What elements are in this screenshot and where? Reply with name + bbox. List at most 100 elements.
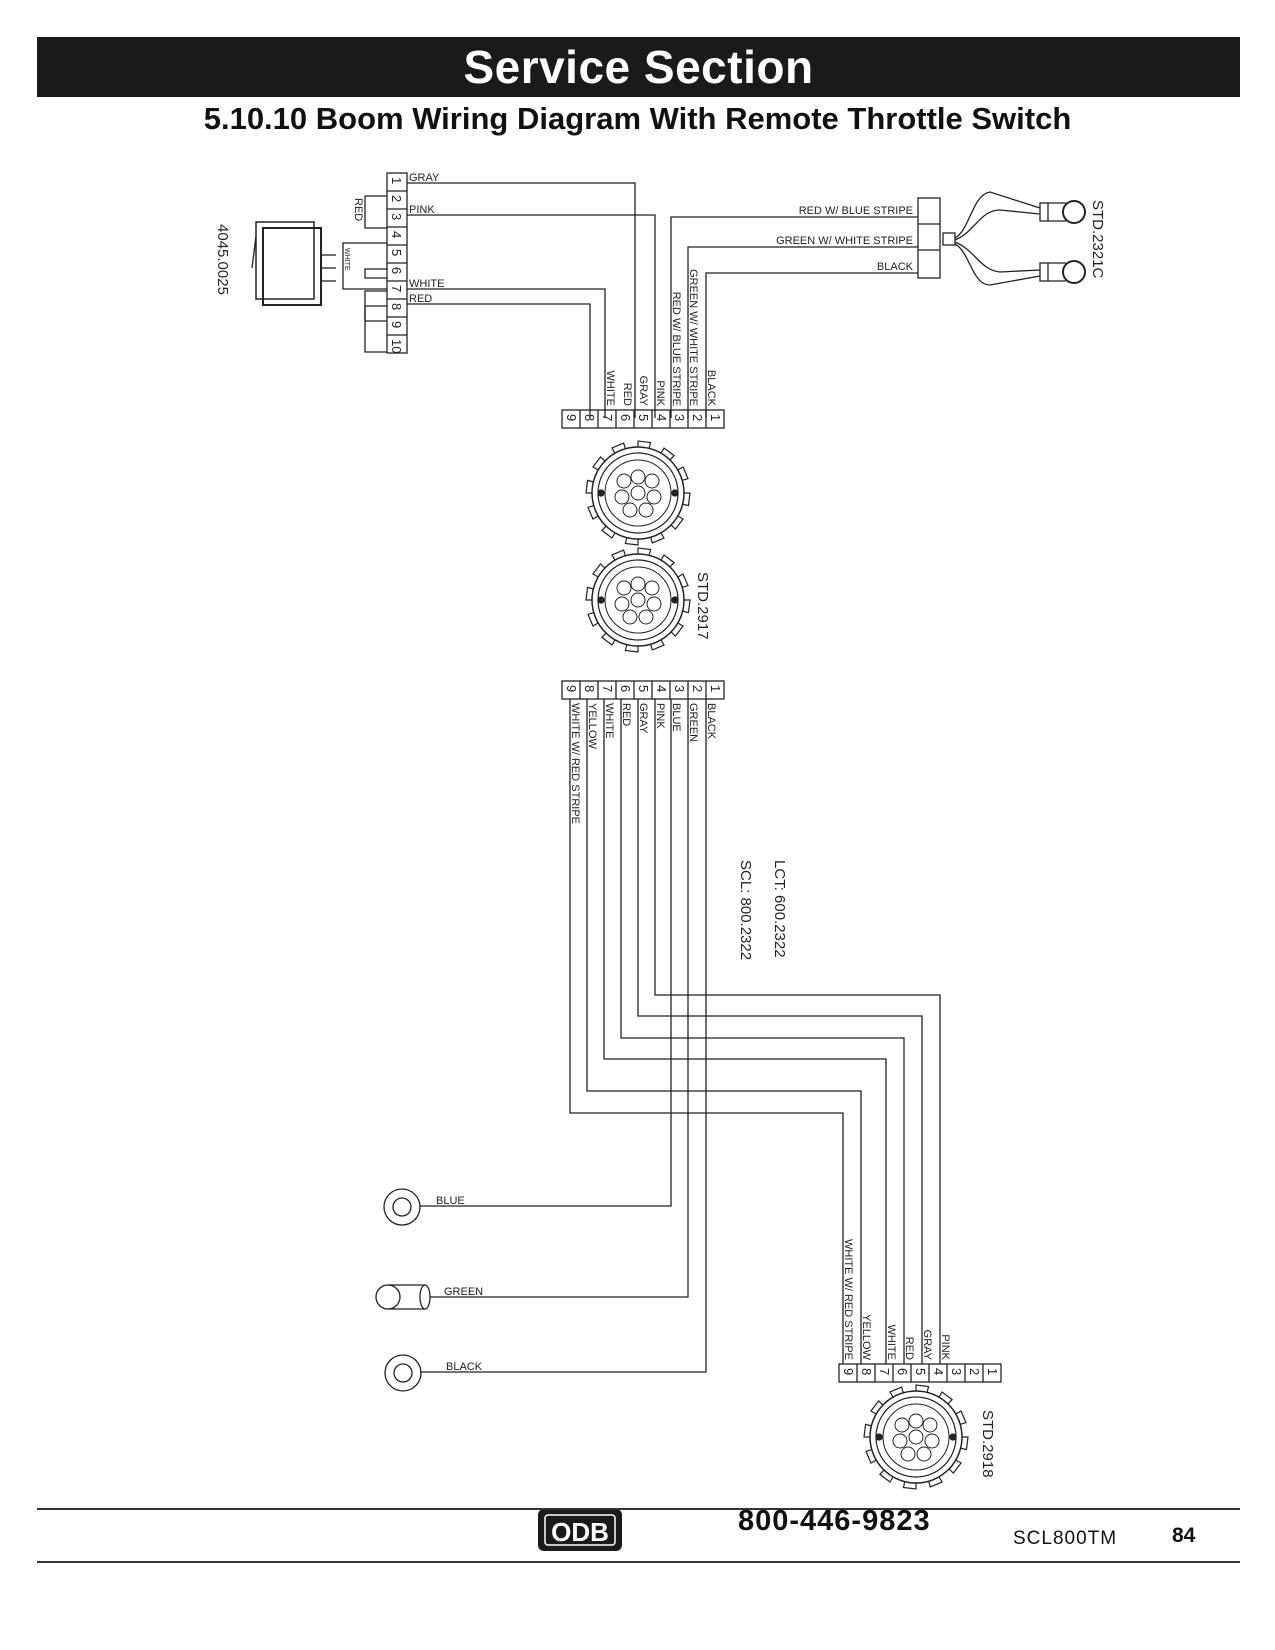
connector-pin (616, 473, 632, 489)
lower-terminal-wire-label: PINK (939, 1334, 951, 1360)
connector-pin (644, 580, 660, 596)
connector-face (882, 1403, 950, 1471)
connector-knurl (592, 562, 606, 578)
ring-label-black: BLACK (446, 1361, 483, 1373)
connector-knurl (682, 492, 691, 507)
lower-terminal-pin-number: 1 (985, 1368, 1000, 1375)
connector-key (597, 489, 605, 497)
sensor-part-number: STD.2321C (1089, 200, 1106, 279)
connector-knurl (611, 442, 626, 454)
connector-knurl (915, 1384, 930, 1393)
middle-terminal-wire-label: PINK (654, 703, 666, 729)
connector-knurl (585, 586, 594, 601)
connector-pin (638, 609, 654, 625)
middle-terminal-pin-number: 9 (564, 685, 579, 692)
footer-phone: 800-446-9823 (738, 1505, 931, 1537)
connector-knurl (637, 547, 652, 556)
switch-label-red: RED (352, 198, 364, 221)
lower-terminal-wire-label: WHITE W/ RED STRIPE (842, 1239, 854, 1360)
upper-terminal-wire-label: WHITE (604, 371, 616, 406)
odb-logo-text: ODB (551, 1517, 609, 1547)
sensor-wire-green-white: GREEN W/ WHITE STRIPE (776, 235, 913, 247)
switch-wires (407, 182, 656, 418)
middle-terminal-strip (561, 680, 725, 700)
upper-terminal-pin-number: 6 (618, 414, 633, 421)
header-bar: Service Section (37, 37, 1240, 97)
connector-pin (638, 502, 654, 518)
middle-terminal-wire-label: BLUE (670, 703, 682, 732)
harness-lct-number: LCT: 600.2322 (771, 860, 788, 958)
connector-key (949, 1433, 957, 1441)
connector-knurl (587, 612, 599, 627)
upper-terminal-pin-number: 8 (582, 414, 597, 421)
middle-terminal-pin-number: 1 (708, 685, 723, 692)
middle-terminal-pin-number: 5 (636, 685, 651, 692)
connector-key (671, 596, 679, 604)
std2917-round-connector (585, 547, 691, 653)
connector-knurl (611, 549, 626, 561)
middle-terminal-pin-number: 6 (618, 685, 633, 692)
sensor-wire-red-blue: RED W/ BLUE STRIPE (799, 205, 913, 217)
footer-page-number: 84 (1172, 1524, 1196, 1547)
connector-knurl (624, 537, 639, 546)
section-title: 5.10.10 Boom Wiring Diagram With Remote … (203, 101, 1072, 136)
connector-pin (614, 489, 630, 505)
connector-knurl (650, 532, 665, 544)
connector-pin (894, 1417, 910, 1433)
upper-terminal-pin-number: 9 (564, 414, 579, 421)
wire-label-white: WHITE (409, 278, 444, 290)
connector-knurl (682, 599, 691, 614)
connector-pin (614, 596, 630, 612)
lower-terminal-wire-label: GRAY (921, 1330, 933, 1361)
connector-knurl (960, 1436, 969, 1451)
upper-terminal-pin-number: 7 (600, 414, 615, 421)
connector-knurl (889, 1386, 904, 1398)
middle-terminal-wire-label: WHITE W/ RED STRIPE (569, 703, 581, 824)
connector-key (875, 1433, 883, 1441)
connector-pin (630, 576, 646, 592)
connector-pin (644, 473, 660, 489)
connector-knurl (878, 1469, 894, 1483)
middle-terminal-wire-label: WHITE (603, 703, 615, 738)
connector-knurl (660, 554, 676, 568)
connector-knurl (660, 447, 676, 461)
switch-pin-number: 5 (389, 249, 404, 256)
ring-terminal-blue (383, 1188, 421, 1226)
upper-terminal-wire-label: BLACK (705, 370, 717, 407)
connector-key (597, 596, 605, 604)
ring-terminal-green (375, 1284, 431, 1310)
lower-terminal-pin-number: 3 (949, 1368, 964, 1375)
switch-pin-number: 3 (389, 213, 404, 220)
connector-key (671, 489, 679, 497)
upper-terminal-pin-number: 4 (654, 414, 669, 421)
switch-pin-number: 7 (389, 285, 404, 292)
connector-outer-ring (591, 446, 685, 540)
upper-terminal-pin-number: 3 (672, 414, 687, 421)
wire-label-gray: GRAY (409, 172, 440, 184)
lower-terminal-pin-number: 6 (895, 1368, 910, 1375)
connector-pin (924, 1433, 940, 1449)
upper-terminal-wire-label: RED W/ BLUE STRIPE (670, 292, 682, 406)
switch-pin-number: 4 (389, 231, 404, 238)
sensor-wire-black: BLACK (877, 261, 914, 273)
footer-rule-bottom (37, 1561, 1240, 1563)
ring-label-green: GREEN (444, 1286, 483, 1298)
upper-terminal-wire-label: RED (621, 383, 633, 406)
middle-terminal-pin-number: 3 (672, 685, 687, 692)
connector-knurl (600, 632, 616, 646)
harness-scl-number: SCL: 800.2322 (737, 860, 754, 960)
connector-face (604, 459, 672, 527)
connector-inner-ring (875, 1396, 957, 1478)
connector-pin (616, 580, 632, 596)
connector-knurl (870, 1399, 884, 1415)
ring-label-blue: BLUE (436, 1195, 465, 1207)
middle-terminal-pin-number: 8 (582, 685, 597, 692)
connector-knurl (670, 515, 684, 531)
lower-terminal-wire-label: YELLOW (860, 1314, 872, 1360)
switch-jumpers (342, 195, 387, 353)
switch-pin-number: 8 (389, 303, 404, 310)
upper-terminal-wire-label: GREEN W/ WHITE STRIPE (687, 269, 699, 406)
rocker-switch (251, 221, 336, 306)
connector-knurl (624, 644, 639, 653)
